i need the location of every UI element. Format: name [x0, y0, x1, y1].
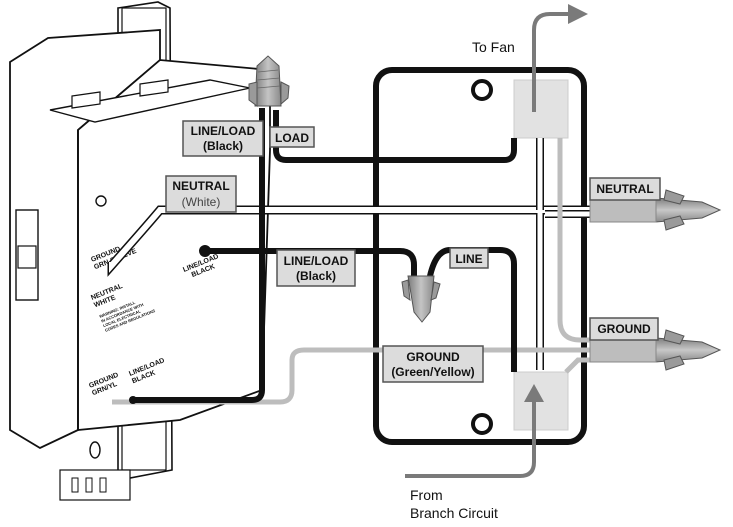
ground-wires [112, 138, 590, 405]
label-to-fan: To Fan [472, 39, 515, 55]
svg-text:GROUND: GROUND [406, 350, 460, 364]
svg-text:NEUTRAL: NEUTRAL [596, 182, 653, 196]
svg-text:(Green/Yellow): (Green/Yellow) [391, 365, 474, 379]
callout-line: LINE [449, 247, 489, 269]
svg-text:LINE/LOAD: LINE/LOAD [191, 124, 256, 138]
callout-load: LOAD [269, 126, 315, 148]
callout-line-load-top: LINE/LOAD (Black) [182, 120, 264, 157]
svg-text:NEUTRAL: NEUTRAL [172, 179, 229, 193]
svg-text:(White): (White) [182, 195, 221, 209]
wirenut-line [401, 275, 441, 323]
wirenut-neutral [589, 189, 722, 231]
arrow-from-branch [405, 384, 544, 478]
label-from: From [410, 487, 443, 503]
callout-ground-box: GROUND [589, 317, 659, 341]
svg-text:GROUND: GROUND [597, 322, 651, 336]
callout-line-load-mid: LINE/LOAD (Black) [276, 249, 356, 287]
svg-text:LINE/LOAD: LINE/LOAD [284, 254, 349, 268]
callout-neutral-box: NEUTRAL [589, 177, 661, 201]
wirenut-ground [589, 329, 722, 371]
callout-neutral-white: NEUTRAL (White) [165, 175, 237, 213]
label-branch-circuit: Branch Circuit [410, 505, 498, 521]
neutral-wires [107, 138, 590, 370]
svg-text:LOAD: LOAD [275, 131, 309, 145]
wirenut-top [248, 55, 290, 107]
svg-text:LINE: LINE [455, 252, 482, 266]
hot-wires [129, 108, 517, 404]
svg-text:(Black): (Black) [203, 139, 243, 153]
callout-ground-green-yellow: GROUND (Green/Yellow) [382, 345, 484, 383]
arrow-to-fan [532, 4, 588, 112]
svg-text:(Black): (Black) [296, 269, 336, 283]
